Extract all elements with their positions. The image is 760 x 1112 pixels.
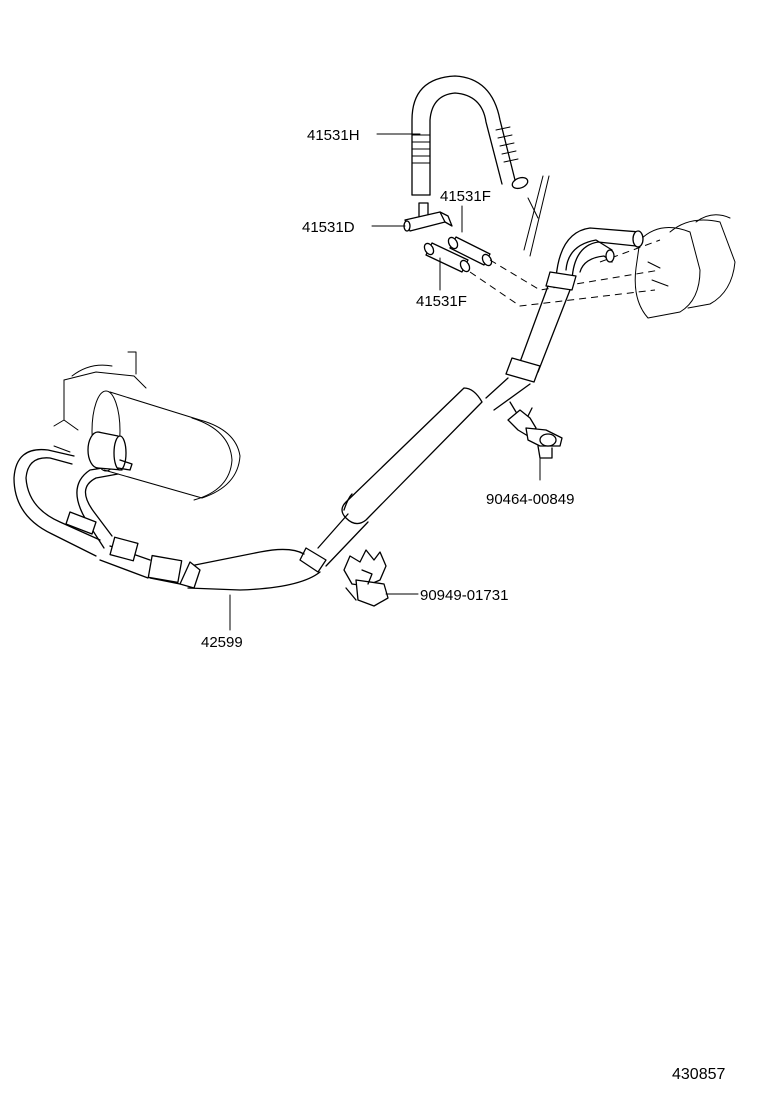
label-41531f-lower: 41531F <box>416 293 467 310</box>
leader-lines <box>229 133 541 631</box>
engine-component-outline <box>634 214 736 319</box>
hose-41531h-drawing <box>411 75 529 196</box>
label-90949-01731: 90949-01731 <box>420 587 508 604</box>
routing-dashed-lines <box>469 239 661 307</box>
canister-outline <box>53 351 241 501</box>
label-90464-00849: 90464-00849 <box>486 491 574 508</box>
clip-90949-drawing <box>343 549 389 607</box>
engine-guide-lines <box>523 175 550 257</box>
clamp-90464-drawing <box>507 401 563 459</box>
hoses-41531f-drawing <box>423 236 493 273</box>
tube-42599-drawing <box>13 227 644 591</box>
label-41531f-upper: 41531F <box>440 188 491 205</box>
label-42599: 42599 <box>201 634 243 651</box>
label-41531d: 41531D <box>302 219 355 236</box>
label-41531h: 41531H <box>307 127 360 144</box>
figure-number: 430857 <box>672 1066 725 1083</box>
tee-41531d-drawing <box>403 202 453 232</box>
